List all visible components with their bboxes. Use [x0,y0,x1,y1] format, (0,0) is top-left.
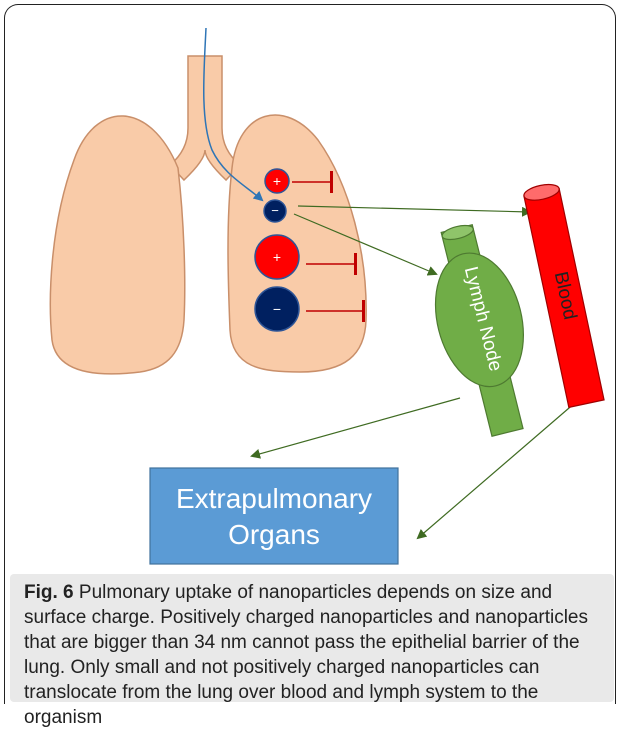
blood-vessel: Blood [522,182,604,408]
lymph-node: Lymph Node [415,217,548,443]
small-negative-particle: − [264,200,286,222]
nanoparticle-uptake-diagram: + − + − Lymph Node Blood Extrapulmonary … [0,0,624,574]
arrow-lymph-to-organs [252,398,460,456]
large-negative-particle: − [255,287,299,331]
right-lung [228,115,366,372]
svg-text:+: + [273,249,281,265]
svg-text:−: − [271,203,279,218]
left-lung [50,116,184,374]
caption-text: Pulmonary uptake of nanoparticles depend… [24,582,588,728]
svg-text:+: + [273,173,281,189]
large-positive-particle: + [255,235,299,279]
caption-label: Fig. 6 [24,582,74,603]
figure-caption: Fig. 6 Pulmonary uptake of nanoparticles… [24,580,604,730]
organs-label-line1: Extrapulmonary [176,483,372,514]
small-positive-particle: + [265,169,289,193]
extrapulmonary-organs-box: Extrapulmonary Organs [150,468,398,564]
organs-label-line2: Organs [228,519,320,550]
svg-text:−: − [273,301,281,317]
